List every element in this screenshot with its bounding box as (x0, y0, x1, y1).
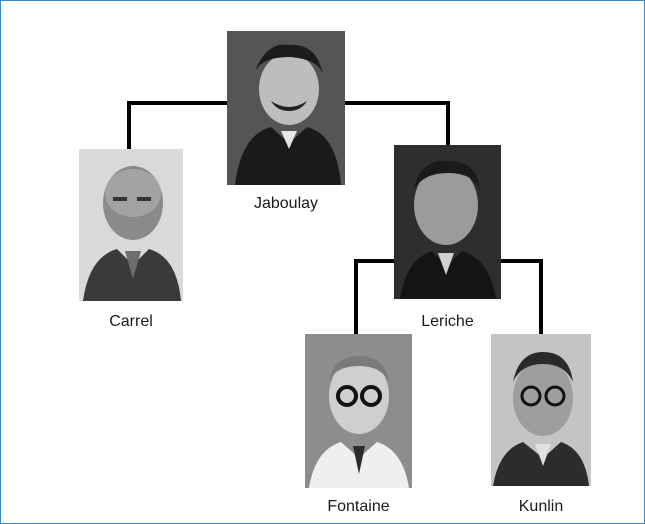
photo-fontaine (305, 334, 412, 488)
connector-jaboulay-leriche (343, 101, 450, 147)
connector-jaboulay-carrel (127, 101, 231, 151)
portrait-kunlin (491, 334, 591, 486)
portrait-leriche (394, 145, 501, 299)
name-jaboulay: Jaboulay (253, 195, 319, 212)
name-kunlin: Kunlin (518, 498, 564, 515)
name-leriche: Leriche (421, 313, 474, 330)
portrait-jaboulay (227, 31, 345, 185)
portrait-fontaine (305, 334, 412, 488)
name-fontaine: Fontaine (327, 498, 390, 515)
name-carrel: Carrel (109, 313, 153, 330)
photo-leriche (394, 145, 501, 299)
connector-leriche-kunlin (499, 259, 543, 336)
photo-carrel (79, 149, 183, 301)
photo-kunlin (491, 334, 591, 486)
photo-jaboulay (227, 31, 345, 185)
connector-leriche-fontaine (354, 259, 396, 336)
portrait-carrel (79, 149, 183, 301)
